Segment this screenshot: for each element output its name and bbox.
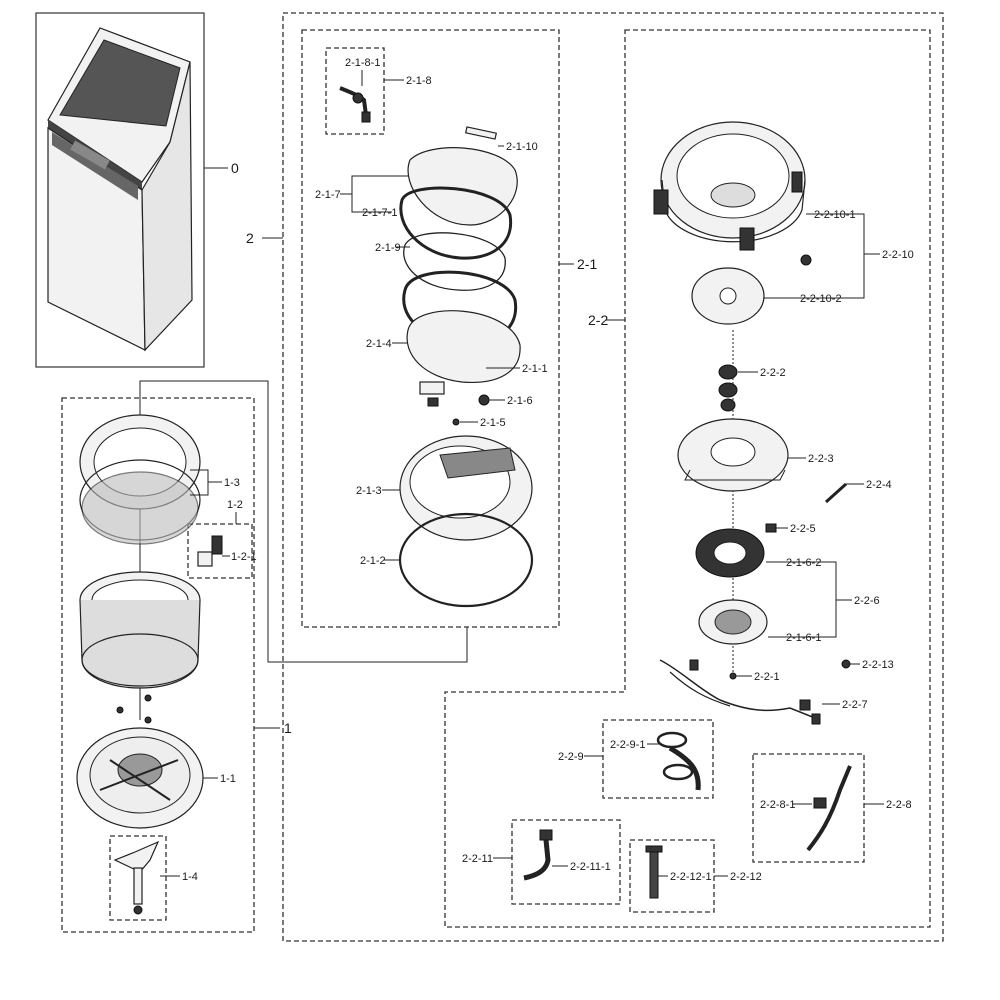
washer-cabinet — [47, 27, 193, 352]
part-2-1-9-gasket — [403, 232, 506, 291]
part-2-2-2-bearing — [718, 364, 738, 412]
label-2-1-1: 2-1-1 — [522, 363, 548, 375]
label-1-3: 1-3 — [224, 477, 240, 489]
label-1-2: 1-2 — [227, 499, 243, 511]
label-2-2-7: 2-2-7 — [842, 699, 868, 711]
part-2-2-5-clip — [765, 523, 777, 533]
group-2-2-9-box — [602, 719, 714, 799]
part-2-2-9-1-drain-hose — [656, 731, 701, 791]
label-2-1-7: 2-1-7 — [315, 189, 341, 201]
group-2-1-box — [301, 29, 560, 628]
label-2-2-8-1: 2-2-8-1 — [760, 799, 795, 811]
label-1: 1 — [284, 720, 292, 736]
part-2-2-10-1-valve — [800, 254, 812, 266]
label-0: 0 — [231, 160, 239, 176]
screw-1 — [116, 706, 124, 714]
leader-2-2-10 — [764, 213, 865, 299]
label-2-1-7-1: 2-1-7-1 — [362, 207, 397, 219]
part-2-2-13-cap — [841, 659, 851, 669]
label-2-1-2: 2-1-2 — [360, 555, 386, 567]
group-2-2-8-box — [752, 753, 865, 863]
label-2-2-9-1: 2-2-9-1 — [610, 739, 645, 751]
part-2-2-1-bolt — [729, 672, 737, 680]
label-2-2-10-1: 2-2-10-1 — [814, 209, 856, 221]
part-2-1-8-hose — [339, 86, 371, 123]
label-2-1-6-1: 2-1-6-1 — [786, 632, 821, 644]
label-2-2-13: 2-2-13 — [862, 659, 894, 671]
part-2-1-10-strip — [464, 126, 498, 140]
label-2-2-4: 2-2-4 — [866, 479, 892, 491]
label-2-1-4: 2-1-4 — [366, 338, 392, 350]
group-2-2-box — [444, 29, 931, 928]
part-2-1-4-lid-back — [406, 310, 521, 384]
part-1-4-shaft-bracket — [113, 840, 160, 915]
label-2-2-11-1: 2-2-11-1 — [570, 861, 611, 873]
label-2-2-9: 2-2-9 — [558, 751, 584, 763]
screw-2 — [144, 694, 152, 702]
washer-outline-box — [35, 12, 205, 368]
label-2-2-6: 2-2-6 — [854, 595, 880, 607]
part-1-1-pulsator-tub — [76, 727, 204, 829]
label-2-2: 2-2 — [588, 312, 608, 328]
label-2-1-3: 2-1-3 — [356, 485, 382, 497]
part-2-2-3-motor-bracket — [677, 418, 789, 492]
part-1-2-1-bracket — [197, 535, 223, 567]
part-2-2-10-2-filter-disc — [691, 267, 765, 325]
label-2-2-10-2: 2-2-10-2 — [800, 293, 842, 305]
label-2-2-12-1: 2-2-12-1 — [670, 871, 712, 883]
group-2-1-8-box — [325, 47, 385, 135]
label-2-2-12: 2-2-12 — [730, 871, 762, 883]
part-2-1-6-hinge — [419, 381, 490, 407]
connector-line — [139, 380, 468, 663]
part-2-1-7-lid-glass — [407, 147, 518, 226]
part-2-2-7-wire-harness — [659, 659, 821, 725]
group-1-4-box — [109, 835, 167, 921]
group-1-2-box — [187, 523, 253, 579]
part-2-1-6-1-rotor — [698, 599, 768, 645]
group-2-box — [282, 12, 944, 942]
label-1-4: 1-4 — [182, 871, 198, 883]
screw-3 — [144, 716, 152, 724]
part-2-2-10-outer-tub — [653, 121, 806, 251]
part-1-basket-drum — [79, 571, 201, 689]
group-1-box — [61, 397, 255, 933]
label-2-1-10: 2-1-10 — [506, 141, 538, 153]
label-1-2-1: 1-2-1 — [231, 551, 257, 563]
label-2-2-10: 2-2-10 — [882, 249, 914, 261]
label-2-2-5: 2-2-5 — [790, 523, 816, 535]
label-2-1-8-1: 2-1-8-1 — [345, 57, 380, 69]
leader-2-2-6 — [766, 561, 837, 638]
label-2-2-2: 2-2-2 — [760, 367, 786, 379]
label-2-2-8: 2-2-8 — [886, 799, 912, 811]
label-2-1-8: 2-1-8 — [406, 75, 432, 87]
part-1-3-balancer-ring — [79, 414, 201, 545]
label-2-1-6: 2-1-6 — [507, 395, 533, 407]
part-2-1-5-screw — [452, 418, 460, 426]
label-2-2-1: 2-2-1 — [754, 671, 780, 683]
part-2-1-6-2-stator — [695, 528, 765, 578]
part-2-1-3-tub-cover — [399, 435, 533, 541]
label-2-1: 2-1 — [577, 256, 597, 272]
label-2-1-6-2: 2-1-6-2 — [786, 557, 821, 569]
label-2-2-11: 2-2-11 — [462, 853, 493, 865]
part-2-2-4-sensor — [824, 482, 848, 504]
label-2: 2 — [246, 230, 254, 246]
label-2-1-9: 2-1-9 — [375, 242, 401, 254]
part-2-2-12-1-hose — [645, 845, 663, 899]
part-2-2-8-1-drain-pipe — [806, 765, 852, 852]
label-2-1-5: 2-1-5 — [480, 417, 506, 429]
label-1-1: 1-1 — [220, 773, 236, 785]
label-2-2-3: 2-2-3 — [808, 453, 834, 465]
part-2-2-11-1-valve-hose — [523, 829, 553, 881]
